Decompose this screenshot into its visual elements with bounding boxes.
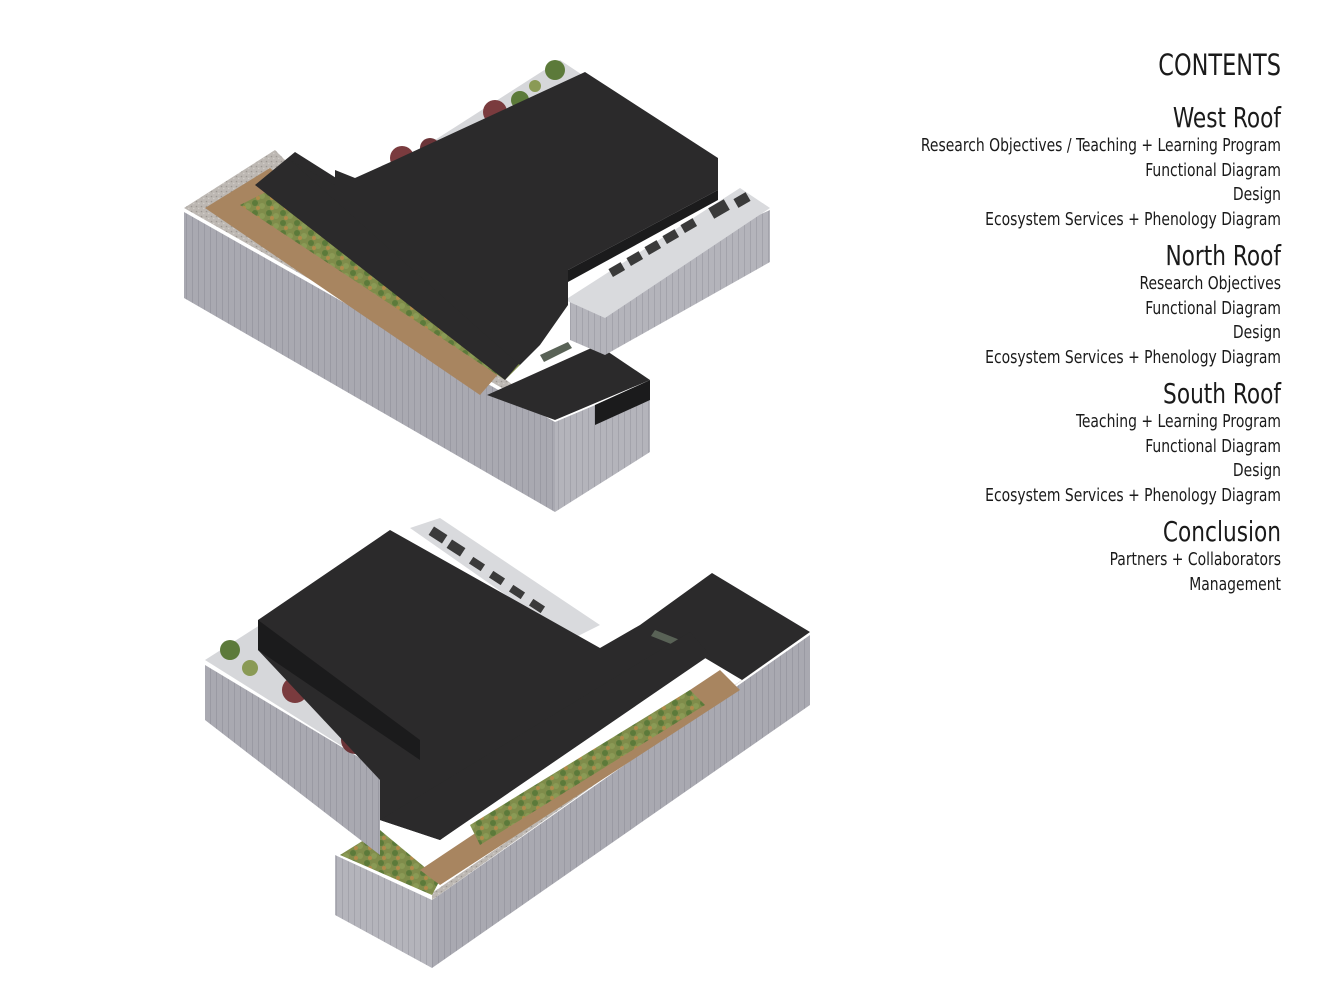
bottom-south-wing-facade <box>335 855 432 968</box>
toc-entry: Design <box>1232 460 1281 481</box>
section-title-north-roof: North Roof <box>1165 239 1281 272</box>
top-building-render <box>184 60 770 512</box>
bottom-skylight <box>651 630 680 646</box>
section-items-west-roof: Research Objectives / Teaching + Learnin… <box>741 134 1281 232</box>
section-west-roof: West Roof Research Objectives / Teaching… <box>741 102 1281 232</box>
section-items-south-roof: Teaching + Learning Program Functional D… <box>741 410 1281 508</box>
toc-entry: Design <box>1232 322 1281 343</box>
toc-entry: Design <box>1232 184 1281 205</box>
section-conclusion: Conclusion Partners + Collaborators Mana… <box>741 516 1281 597</box>
bottom-terrace-planters <box>428 526 546 614</box>
bottom-corner-planting <box>340 830 440 895</box>
top-end-block-roof <box>487 345 650 420</box>
toc-entry: Ecosystem Services + Phenology Diagram <box>985 346 1281 368</box>
bottom-south-wing-side <box>432 635 810 968</box>
section-title-west-roof: West Roof <box>1172 101 1281 134</box>
toc-entry: Ecosystem Services + Phenology Diagram <box>985 484 1281 506</box>
toc-entry: Partners + Collaborators <box>1109 549 1281 570</box>
toc-entry: Functional Diagram <box>1145 159 1281 181</box>
section-title-south-roof: South Roof <box>1163 377 1281 410</box>
top-terrace-planters <box>608 192 751 277</box>
top-skylight <box>540 342 572 362</box>
toc-entry: Ecosystem Services + Phenology Diagram <box>985 208 1281 230</box>
section-south-roof: South Roof Teaching + Learning Program F… <box>741 378 1281 508</box>
top-west-wing-facade <box>184 212 555 512</box>
top-main-roof-edge <box>568 190 718 282</box>
section-items-north-roof: Research Objectives Functional Diagram D… <box>741 272 1281 370</box>
bottom-planting <box>470 690 705 845</box>
top-main-roof <box>290 72 718 365</box>
top-west-wing-end <box>555 382 650 512</box>
bottom-main-roof-edge <box>258 620 420 760</box>
table-of-contents: CONTENTS West Roof Research Objectives /… <box>741 48 1281 605</box>
bottom-canopy <box>380 632 710 840</box>
section-title-conclusion: Conclusion <box>1162 515 1281 548</box>
axonometric-renders <box>184 60 810 968</box>
toc-entry: Functional Diagram <box>1145 297 1281 319</box>
toc-entry: Management <box>1189 573 1281 595</box>
contents-title: CONTENTS <box>1158 48 1281 82</box>
toc-entry: Research Objectives / Teaching + Learnin… <box>920 135 1281 156</box>
section-north-roof: North Roof Research Objectives Functiona… <box>741 240 1281 370</box>
toc-entry: Functional Diagram <box>1145 435 1281 457</box>
toc-entry: Research Objectives <box>1139 273 1281 294</box>
toc-entry: Teaching + Learning Program <box>1075 411 1281 432</box>
bottom-main-roof <box>258 530 810 840</box>
top-east-terrace <box>565 188 770 318</box>
bottom-building-render <box>205 518 810 968</box>
top-end-block-side <box>595 380 650 425</box>
top-east-block-facade <box>570 210 770 355</box>
bottom-west-block-facade <box>205 665 380 855</box>
section-items-conclusion: Partners + Collaborators Management <box>741 548 1281 597</box>
